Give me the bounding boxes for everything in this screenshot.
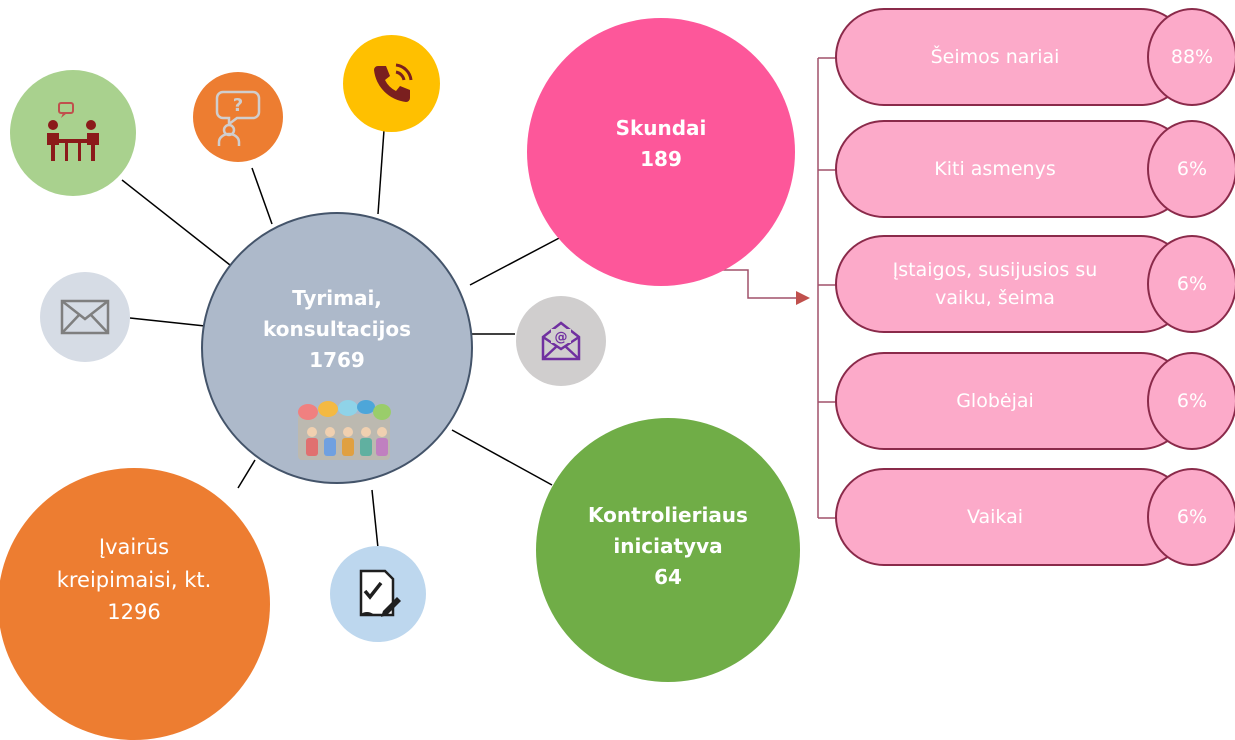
breakdown-item: Šeimos nariai 88% bbox=[835, 8, 1235, 108]
skundai-value: 189 bbox=[640, 147, 682, 171]
breakdown-percent: 6% bbox=[1147, 235, 1235, 333]
phone-node bbox=[343, 35, 440, 132]
document-node bbox=[330, 546, 426, 642]
question-person-icon: ? bbox=[215, 88, 261, 146]
kontrolieriaus-line1: Kontrolieriaus bbox=[588, 502, 748, 527]
skundai-label: Skundai bbox=[615, 116, 707, 140]
breakdown-label: Globėjai bbox=[956, 389, 1034, 412]
meeting-icon bbox=[43, 101, 103, 165]
breakdown-pill bbox=[835, 120, 1190, 218]
svg-text:?: ? bbox=[233, 95, 243, 116]
connector-lines bbox=[121, 57, 836, 549]
breakdown-label: Vaikai bbox=[966, 505, 1024, 528]
document-sign-icon bbox=[355, 567, 401, 621]
breakdown-item: Kiti asmenys 6% bbox=[835, 120, 1235, 220]
center-line2: konsultacijos bbox=[262, 316, 411, 341]
breakdown-pill bbox=[835, 8, 1190, 106]
breakdown-item: Globėjai 6% bbox=[835, 352, 1235, 452]
ivairus-line2: kreipimaisi, kt. bbox=[56, 567, 212, 592]
breakdown-item: Vaikai 6% bbox=[835, 468, 1235, 568]
breakdown-percent: 6% bbox=[1147, 468, 1235, 566]
meeting-node bbox=[10, 70, 136, 196]
breakdown-label: Įstaigos, susijusios su vaiku, šeima bbox=[892, 258, 1098, 310]
breakdown-percent: 88% bbox=[1147, 8, 1235, 106]
arrow-head bbox=[796, 291, 810, 305]
breakdown-item: Įstaigos, susijusios su vaiku, šeima 6% bbox=[835, 235, 1235, 335]
center-line1: Tyrimai, bbox=[292, 285, 382, 310]
kontrolieriaus-line2: iniciatyva bbox=[613, 533, 723, 558]
breakdown-label: Šeimos nariai bbox=[930, 45, 1060, 68]
breakdown-pill bbox=[835, 468, 1190, 566]
kontrolieriaus-node: Kontrolieriaus iniciatyva 64 bbox=[536, 418, 800, 682]
ivairus-node: Įvairūs kreipimaisi, kt. 1296 bbox=[0, 468, 270, 740]
kontrolieriaus-value: 64 bbox=[654, 564, 682, 589]
skundai-node: Skundai 189 bbox=[527, 18, 795, 286]
svg-text:@: @ bbox=[555, 330, 568, 345]
email-at-icon: @ bbox=[539, 319, 583, 363]
breakdown-percent: 6% bbox=[1147, 120, 1235, 218]
breakdown-percent: 6% bbox=[1147, 352, 1235, 450]
ivairus-value: 1296 bbox=[107, 600, 161, 625]
center-value: 1769 bbox=[309, 347, 365, 372]
ivairus-line1: Įvairūs bbox=[98, 535, 170, 560]
envelope-node bbox=[40, 272, 130, 362]
envelope-icon bbox=[60, 299, 110, 335]
phone-icon bbox=[368, 60, 416, 108]
email-node: @ bbox=[516, 296, 606, 386]
breakdown-label: Kiti asmenys bbox=[934, 157, 1056, 180]
speech-bubbles-people-icon bbox=[296, 400, 392, 462]
question-node: ? bbox=[193, 72, 283, 162]
breakdown-pill bbox=[835, 352, 1190, 450]
breakdown-pill bbox=[835, 235, 1190, 333]
